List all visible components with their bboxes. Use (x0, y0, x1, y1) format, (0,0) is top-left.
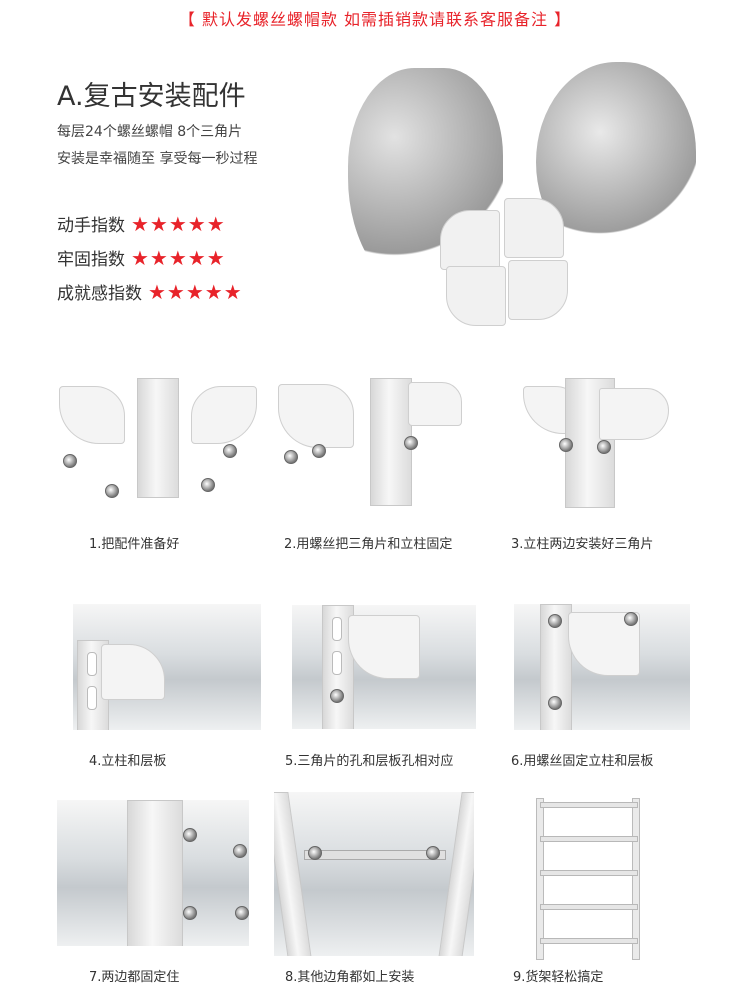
bolt-icon (183, 828, 197, 842)
slot-icon (332, 651, 342, 675)
triangle-plate-image (599, 388, 669, 440)
step-3-image (519, 378, 719, 510)
step-5-caption: 5.三角片的孔和层板孔相对应 (285, 754, 454, 769)
step-4-image (73, 604, 261, 730)
bolt-icon (559, 438, 573, 452)
step-7-image (57, 800, 249, 946)
bolt-icon (233, 844, 247, 858)
triangle-plate-image (191, 386, 257, 444)
step-2-image (276, 376, 476, 510)
intro-title: A.复古安装配件 (57, 81, 246, 112)
step-9-caption: 9.货架轻松搞定 (513, 970, 604, 985)
bolt-icon (404, 436, 418, 450)
rating-label: 动手指数 (57, 216, 125, 236)
step-8-caption: 8.其他边角都如上安装 (285, 970, 415, 985)
bolt-icon (201, 478, 215, 492)
step-9-image (508, 792, 668, 962)
slot-icon (332, 617, 342, 641)
step-8-image (274, 792, 474, 956)
bolt-icon (105, 484, 119, 498)
bolt-icon (426, 846, 440, 860)
triangle-plate-image (101, 644, 165, 700)
bolt-icon (330, 689, 344, 703)
bolt-icon (624, 612, 638, 626)
triangle-plate-image (440, 210, 500, 270)
notice-banner: 【 默认发螺丝螺帽款 如需插销款请联系客服备注 】 (178, 10, 572, 29)
bolt-icon (312, 444, 326, 458)
bolt-icon (308, 846, 322, 860)
post-image (137, 378, 179, 498)
triangle-plate-image (59, 386, 125, 444)
triangle-plate-image (348, 615, 420, 679)
bolt-icon (597, 440, 611, 454)
step-6-caption: 6.用螺丝固定立柱和层板 (511, 754, 654, 769)
bolt-icon (284, 450, 298, 464)
step-3-caption: 3.立柱两边安装好三角片 (511, 537, 654, 552)
hardware-illustration (348, 60, 708, 330)
step-6-image (514, 604, 690, 730)
bolt-icon (63, 454, 77, 468)
step-2-caption: 2.用螺丝把三角片和立柱固定 (284, 537, 453, 552)
bolt-icon (183, 906, 197, 920)
intro-line-1: 每层24个螺丝螺帽 8个三角片 (57, 124, 243, 140)
bolt-icon (223, 444, 237, 458)
triangle-plate-image (446, 266, 506, 326)
intro-line-2: 安装是幸福随至 享受每一秒过程 (57, 151, 258, 167)
bolt-icon (548, 614, 562, 628)
rating-row-hands-on: 动手指数 ★★★★★ (57, 211, 226, 237)
slot-icon (87, 652, 97, 676)
step-7-caption: 7.两边都固定住 (89, 970, 180, 985)
star-rating-icon: ★★★★★ (148, 279, 243, 304)
step-1-caption: 1.把配件准备好 (89, 537, 180, 552)
rating-label: 牢固指数 (57, 250, 125, 270)
slot-icon (87, 686, 97, 710)
step-5-image (292, 605, 476, 729)
post-image (274, 792, 312, 956)
post-image (438, 792, 474, 956)
rating-row-achievement: 成就感指数 ★★★★★ (57, 279, 243, 305)
triangle-plate-image (278, 384, 354, 448)
bolt-icon (235, 906, 249, 920)
step-4-caption: 4.立柱和层板 (89, 754, 167, 769)
rating-label: 成就感指数 (57, 284, 142, 304)
triangle-plate-image (504, 198, 564, 258)
rating-row-sturdiness: 牢固指数 ★★★★★ (57, 245, 226, 271)
triangle-plate-image (508, 260, 568, 320)
bolt-icon (548, 696, 562, 710)
step-1-image (57, 378, 257, 508)
shelf-board-image (304, 850, 446, 860)
star-rating-icon: ★★★★★ (131, 245, 226, 270)
star-rating-icon: ★★★★★ (131, 211, 226, 236)
triangle-plate-image (408, 382, 462, 426)
post-image (127, 800, 183, 946)
finished-shelf-image (536, 798, 640, 960)
